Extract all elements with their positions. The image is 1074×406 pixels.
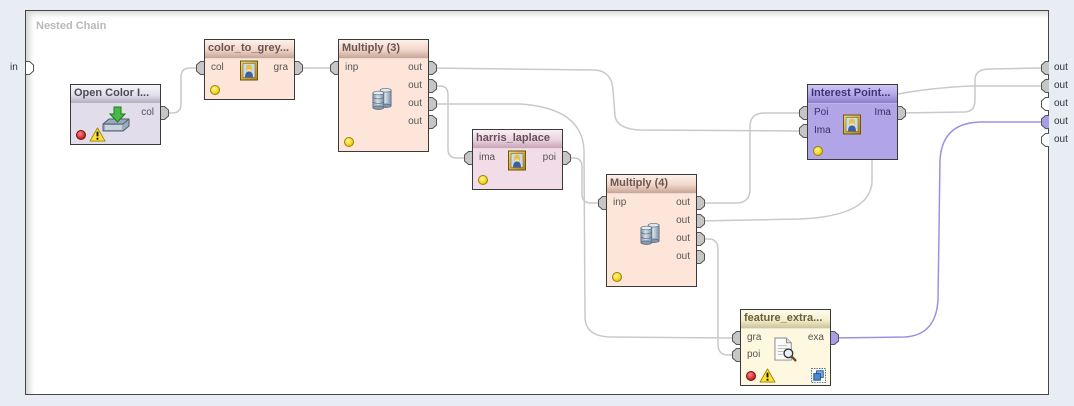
process-title: Nested Chain [36, 20, 107, 32]
source-port-in[interactable] [26, 61, 34, 75]
port-label-col: col [211, 62, 224, 73]
operator-feature-extraction[interactable]: feature_extra... gra poi exa [740, 309, 831, 386]
port-label-poi: poi [542, 152, 556, 163]
database-icon [639, 222, 661, 245]
sink-port-out-2[interactable] [1041, 79, 1049, 93]
output-port-out-4[interactable] [429, 115, 437, 129]
document-search-icon [774, 337, 797, 362]
operator-title: color_to_grey... [205, 40, 294, 59]
operator-color-to-grey[interactable]: color_to_grey... col gra [204, 39, 295, 100]
input-port-poi[interactable] [732, 348, 740, 362]
image-icon [843, 114, 861, 135]
port-label-ima: ima [479, 152, 496, 163]
status-indicator[interactable] [344, 137, 354, 147]
process-canvas[interactable]: Nested Chain [25, 10, 1049, 395]
output-port-col[interactable] [161, 106, 169, 120]
operator-title: Multiply (4) [607, 175, 696, 194]
input-port-col[interactable] [196, 61, 204, 75]
subprocess-icon[interactable] [811, 368, 826, 383]
port-label-col: col [141, 107, 154, 118]
status-indicator[interactable] [612, 272, 622, 282]
source-label-in: in [10, 62, 18, 73]
sink-port-out-1[interactable] [1041, 61, 1049, 75]
port-label-inp: inp [613, 197, 627, 208]
output-port-out-2[interactable] [697, 214, 705, 228]
sink-label-out-1: out [1054, 62, 1068, 73]
port-label-out-1: out [676, 197, 690, 208]
port-label-exa: exa [807, 332, 824, 343]
operator-title: Multiply (3) [339, 40, 428, 59]
status-indicator[interactable] [478, 175, 488, 185]
output-port-out-4[interactable] [697, 250, 705, 264]
port-label-ima-out: Ima [874, 107, 891, 118]
operator-title: Interest Point... [808, 85, 897, 104]
output-port-out-3[interactable] [697, 232, 705, 246]
port-label-poi: poi [747, 349, 761, 360]
input-port-ima[interactable] [464, 151, 472, 165]
port-label-out-4: out [408, 116, 422, 127]
port-label-poi: Poi [814, 107, 829, 118]
port-label-out-2: out [676, 215, 690, 226]
operator-harris-laplace[interactable]: harris_laplace ima poi [472, 129, 563, 190]
port-label-out-3: out [408, 98, 422, 109]
sink-label-out-3: out [1054, 98, 1068, 109]
input-port-poi[interactable] [799, 106, 807, 120]
image-icon [508, 150, 526, 171]
sink-port-out-4[interactable] [1041, 115, 1049, 129]
output-port-out-1[interactable] [429, 61, 437, 75]
sink-port-out-3[interactable] [1041, 97, 1049, 111]
port-label-out-2: out [408, 80, 422, 91]
status-indicator[interactable] [813, 146, 823, 156]
operator-multiply-3[interactable]: Multiply (3) inp out out out out [338, 39, 429, 152]
output-port-out-2[interactable] [429, 79, 437, 93]
status-error-indicator[interactable] [746, 371, 756, 381]
operator-title: Open Color I... [71, 85, 160, 104]
operator-title: feature_extra... [741, 310, 830, 329]
port-label-gra: gra [273, 62, 288, 73]
input-port-ima[interactable] [799, 124, 807, 138]
output-port-out-3[interactable] [429, 97, 437, 111]
operator-multiply-4[interactable]: Multiply (4) inp out out out out [606, 174, 697, 287]
port-label-out-4: out [676, 251, 690, 262]
port-label-inp: inp [345, 62, 359, 73]
database-icon [371, 87, 393, 110]
operator-open-color-image[interactable]: Open Color I... col [70, 84, 161, 145]
status-indicator[interactable] [210, 85, 220, 95]
input-port-inp[interactable] [330, 61, 338, 75]
image-icon [240, 60, 258, 81]
sink-label-out-5: out [1054, 134, 1068, 145]
operator-title: harris_laplace [473, 130, 562, 149]
status-error-indicator[interactable] [76, 130, 86, 140]
warning-icon[interactable] [759, 368, 776, 383]
output-port-gra[interactable] [295, 61, 303, 75]
sink-label-out-4: out [1054, 116, 1068, 127]
input-port-gra[interactable] [732, 331, 740, 345]
input-port-inp[interactable] [598, 196, 606, 210]
port-label-ima-in: Ima [814, 125, 831, 136]
operator-interest-points[interactable]: Interest Point... Poi Ima Ima [807, 84, 898, 160]
output-port-exa[interactable] [831, 331, 839, 345]
output-port-out-1[interactable] [697, 196, 705, 210]
output-port-ima[interactable] [898, 106, 906, 120]
output-port-poi[interactable] [563, 151, 571, 165]
sink-port-out-5[interactable] [1041, 133, 1049, 147]
sink-label-out-2: out [1054, 80, 1068, 91]
warning-icon[interactable] [89, 127, 106, 142]
port-label-out-1: out [408, 62, 422, 73]
port-label-out-3: out [676, 233, 690, 244]
port-label-gra: gra [747, 332, 762, 343]
